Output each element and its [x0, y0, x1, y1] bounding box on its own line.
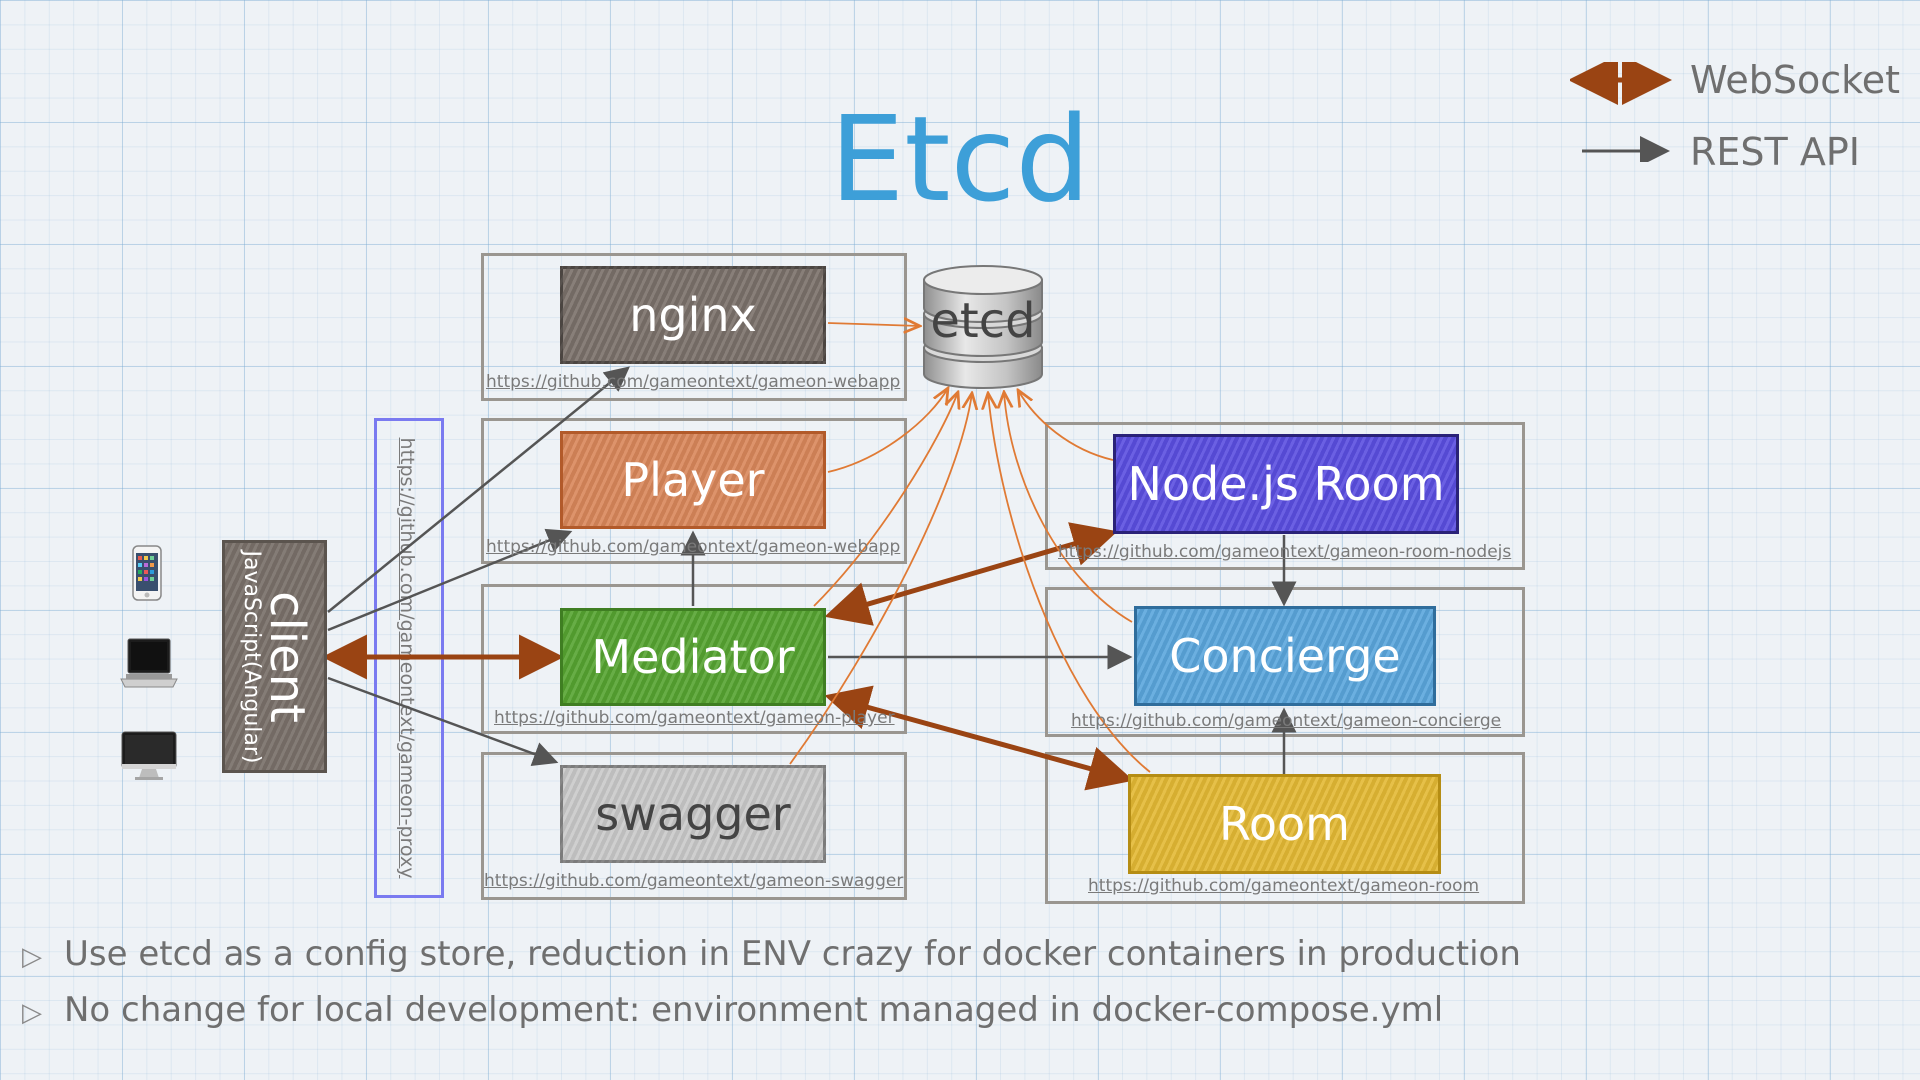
swagger-to-etcd-arrow: [789, 393, 972, 765]
phone-icon: [132, 545, 162, 601]
concierge-label: Concierge: [1169, 629, 1401, 683]
bullet-triangle-icon: ▷: [22, 942, 42, 972]
room-to-etcd-arrow: [988, 393, 1151, 773]
bullet-text: Use etcd as a config store, reduction in…: [64, 934, 1521, 974]
room-label: Room: [1219, 797, 1350, 851]
etcd-label: etcd: [930, 293, 1036, 349]
desktop-icon: [121, 731, 177, 780]
nodejs-room-label: Node.js Room: [1127, 457, 1445, 511]
concierge-to-etcd-arrow: [1004, 392, 1133, 623]
legend-rest: REST API: [1690, 130, 1860, 174]
mediator-to-etcd-arrow: [813, 392, 958, 607]
client-sublabel: JavaScript(Angular): [238, 550, 264, 763]
client-box[interactable]: client JavaScript(Angular): [222, 540, 327, 773]
mediator-nodejs-room-websocket: [824, 522, 1118, 626]
laptop-icon: [120, 638, 178, 688]
swagger-frame: [481, 752, 907, 900]
player-box[interactable]: Player: [560, 431, 826, 529]
mediator-box[interactable]: Mediator: [560, 608, 826, 706]
mediator-url[interactable]: https://github.com/gameontext/gameon-pla…: [494, 708, 895, 728]
room-url[interactable]: https://github.com/gameontext/gameon-roo…: [1088, 876, 1480, 896]
nginx-url[interactable]: https://github.com/gameontext/gameon-web…: [486, 372, 901, 392]
swagger-label: swagger: [595, 787, 791, 841]
mediator-label: Mediator: [591, 630, 795, 684]
bullet-item: ▷ No change for local development: enviro…: [22, 990, 1443, 1030]
nodejs-room-url[interactable]: https://github.com/gameontext/gameon-roo…: [1058, 542, 1512, 562]
nginx-label: nginx: [629, 288, 757, 342]
legend-arrows: [1570, 62, 1672, 162]
concierge-url[interactable]: https://github.com/gameontext/gameon-con…: [1071, 711, 1502, 731]
mediator-room-websocket: [824, 685, 1134, 791]
room-box[interactable]: Room: [1128, 774, 1441, 874]
nodejs-room-box[interactable]: Node.js Room: [1113, 434, 1459, 534]
nodejs-room-to-etcd-arrow: [1018, 390, 1114, 461]
swagger-url[interactable]: https://github.com/gameontext/gameon-swa…: [484, 871, 904, 891]
bullet-triangle-icon: ▷: [22, 998, 42, 1028]
legend-websocket: WebSocket: [1690, 58, 1901, 102]
swagger-box[interactable]: swagger: [560, 765, 826, 863]
player-url[interactable]: https://github.com/gameontext/gameon-web…: [486, 537, 901, 557]
client-label: client: [258, 590, 315, 723]
player-label: Player: [621, 453, 765, 507]
player-to-etcd-arrow: [827, 388, 948, 473]
client-to-player-arrow: [327, 528, 573, 632]
bullet-text: No change for local development: environ…: [64, 990, 1444, 1030]
nginx-box[interactable]: nginx: [560, 266, 826, 364]
bullet-item: ▷ Use etcd as a config store, reduction i…: [22, 934, 1521, 974]
etcd-database-icon: [923, 265, 1043, 389]
client-to-nginx-arrow: [327, 366, 630, 613]
page-title: Etcd: [829, 90, 1091, 228]
concierge-box[interactable]: Concierge: [1134, 606, 1436, 706]
nginx-to-etcd-arrow: [827, 323, 920, 326]
client-to-swagger-arrow: [327, 676, 559, 766]
